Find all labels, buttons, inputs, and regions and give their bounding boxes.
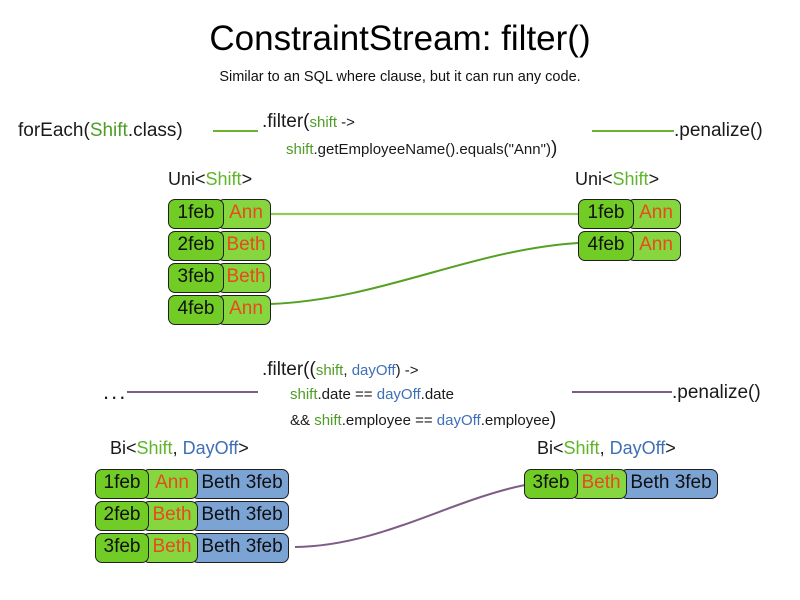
uni-output-type-name: Shift (612, 169, 649, 189)
bi-input-type-prefix: Bi< (110, 438, 137, 458)
bi-filter-param-dayoff: dayOff (351, 362, 396, 379)
tuple-cell-name: Ann (217, 199, 271, 229)
tuple-row[interactable]: 1feb Ann (168, 199, 271, 229)
tuple-row[interactable]: 2feb Beth Beth 3feb (95, 501, 289, 531)
bi-filter-l3-and: && (290, 412, 315, 429)
tuple-row[interactable]: 1feb Ann Beth 3feb (95, 469, 289, 499)
tuple-cell-date: 4feb (168, 295, 224, 325)
tuple-cell-name: Beth (217, 231, 271, 261)
bi-filter-l3-shift: shift (314, 412, 342, 429)
tuple-cell-dayoff: Beth 3feb (191, 501, 289, 531)
tuple-cell-name: Beth (217, 263, 271, 293)
bi-filter-param-sep: , (343, 362, 352, 379)
uni-filter-line-1: .filter(shift -> (262, 110, 557, 134)
tuple-link-4feb (269, 242, 579, 305)
foreach-prefix: forEach( (18, 120, 90, 141)
tuple-row[interactable]: 2feb Beth (168, 231, 271, 261)
bi-filter-l2-shift: shift (290, 386, 318, 403)
bi-filter-l2-end: .date (420, 386, 455, 403)
uni-filter-open: .filter( (262, 111, 310, 132)
tuple-cell-name: Ann (627, 231, 681, 261)
uni-output-type-label: Uni<Shift> (575, 168, 659, 190)
bi-output-type-shift: Shift (563, 438, 600, 458)
bi-filter-call: .filter((shift, dayOff) -> shift.date ==… (262, 358, 556, 432)
bi-input-type-label: Bi<Shift, DayOff> (110, 437, 249, 459)
bi-output-type-suffix: > (665, 438, 676, 458)
bi-source-ellipsis: ... (103, 379, 128, 404)
tuple-cell-date: 4feb (578, 231, 634, 261)
tuple-link-3feb-beth (294, 484, 526, 548)
bi-output-type-sep: , (599, 438, 610, 458)
tuple-cell-date: 1feb (95, 469, 149, 499)
uni-penalize-call: .penalize() (674, 120, 763, 141)
bi-input-type-shift: Shift (136, 438, 173, 458)
uni-filter-call: .filter(shift -> shift.getEmployeeName()… (262, 110, 557, 161)
bi-input-tuple-list: 1feb Ann Beth 3feb 2feb Beth Beth 3feb 3… (95, 469, 289, 563)
bi-output-type-label: Bi<Shift, DayOff> (537, 437, 676, 459)
bi-input-type-dayoff: DayOff (182, 438, 239, 458)
uni-output-tuple-list: 1feb Ann 4feb Ann (578, 199, 681, 261)
bi-filter-open: .filter(( (262, 359, 316, 380)
tuple-row[interactable]: 3feb Beth (168, 263, 271, 293)
tuple-row[interactable]: 3feb Beth Beth 3feb (524, 469, 718, 499)
bi-filter-line-1: .filter((shift, dayOff) -> (262, 358, 556, 382)
bi-penalize-call: .penalize() (672, 382, 761, 403)
bi-filter-line-2: shift.date == dayOff.date (290, 385, 556, 405)
bi-filter-l2-mid: .date == (317, 386, 377, 403)
uni-input-type-label: Uni<Shift> (168, 168, 252, 190)
uni-input-type-name: Shift (205, 169, 242, 189)
page-title: ConstraintStream: filter() (209, 19, 591, 58)
bi-filter-arrow: ) -> (395, 362, 419, 379)
tuple-cell-date: 1feb (578, 199, 634, 229)
tuple-cell-name: Ann (142, 469, 198, 499)
uni-filter-arrow: -> (337, 114, 355, 131)
uni-filter-line-2: shift.getEmployeeName().equals("Ann")) (286, 137, 557, 161)
tuple-cell-date: 1feb (168, 199, 224, 229)
tuple-cell-dayoff: Beth 3feb (191, 533, 289, 563)
uni-filter-param: shift (309, 114, 338, 131)
uni-input-type-prefix: Uni< (168, 169, 206, 189)
uni-filter-close: ) (550, 138, 558, 159)
tuple-cell-dayoff: Beth 3feb (191, 469, 289, 499)
foreach-call: forEach(Shift.class) (18, 119, 183, 143)
tuple-cell-date: 3feb (524, 469, 578, 499)
bi-filter-close: ) (549, 409, 557, 430)
tuple-cell-name: Beth (142, 533, 198, 563)
foreach-type: Shift (89, 120, 128, 141)
uni-output-type-suffix: > (648, 169, 660, 189)
bi-input-type-sep: , (172, 438, 183, 458)
tuple-cell-date: 3feb (95, 533, 149, 563)
tuple-row[interactable]: 4feb Ann (578, 231, 681, 261)
tuple-cell-name: Ann (217, 295, 271, 325)
uni-output-type-prefix: Uni< (575, 169, 613, 189)
tuple-row[interactable]: 1feb Ann (578, 199, 681, 229)
bi-filter-l3-end: .employee (480, 412, 550, 429)
bi-filter-l3-dayoff: dayOff (436, 412, 481, 429)
uni-filter-body: .getEmployeeName().equals("Ann") (313, 141, 551, 158)
page-subtitle: Similar to an SQL where clause, but it c… (219, 69, 581, 85)
uni-input-tuple-list: 1feb Ann 2feb Beth 3feb Beth 4feb Ann (168, 199, 271, 325)
tuple-cell-dayoff: Beth 3feb (620, 469, 718, 499)
bi-filter-param-shift: shift (315, 362, 344, 379)
bi-output-type-prefix: Bi< (537, 438, 564, 458)
foreach-suffix: .class) (127, 120, 183, 141)
tuple-cell-name: Beth (571, 469, 627, 499)
bi-output-type-dayoff: DayOff (609, 438, 666, 458)
tuple-cell-name: Ann (627, 199, 681, 229)
tuple-cell-name: Beth (142, 501, 198, 531)
tuple-row[interactable]: 4feb Ann (168, 295, 271, 325)
bi-filter-l2-dayoff: dayOff (376, 386, 421, 403)
bi-output-tuple-list: 3feb Beth Beth 3feb (524, 469, 718, 499)
tuple-cell-date: 2feb (95, 501, 149, 531)
tuple-row[interactable]: 3feb Beth Beth 3feb (95, 533, 289, 563)
uni-input-type-suffix: > (241, 169, 253, 189)
bi-filter-l3-mid: .employee == (341, 412, 437, 429)
tuple-cell-date: 2feb (168, 231, 224, 261)
uni-filter-body-param: shift (286, 141, 314, 158)
tuple-cell-date: 3feb (168, 263, 224, 293)
bi-input-type-suffix: > (238, 438, 249, 458)
bi-filter-line-3: && shift.employee == dayOff.employee) (290, 408, 556, 432)
